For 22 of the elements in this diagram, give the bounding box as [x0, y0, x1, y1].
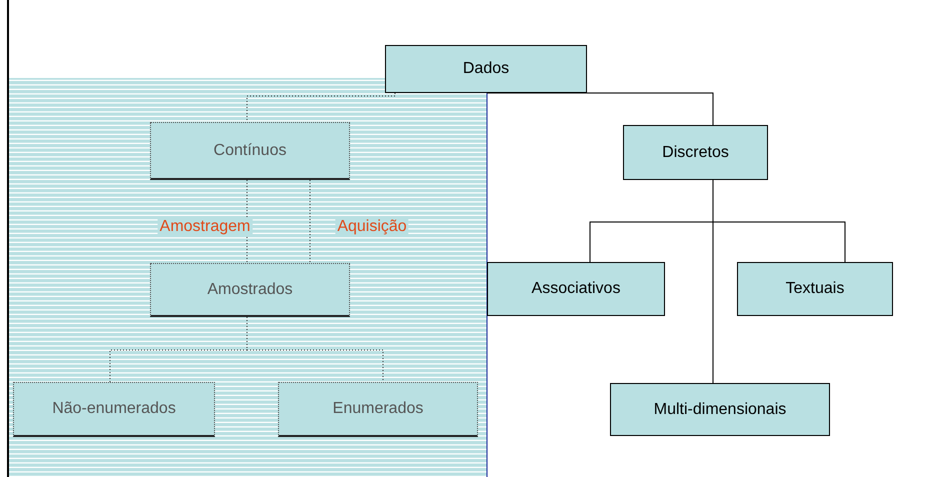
node-label: Textuais: [786, 280, 844, 298]
category-box: [610, 383, 830, 436]
category-box: [150, 122, 350, 180]
category-box: [623, 125, 768, 180]
category-box: [385, 45, 587, 93]
category-box: [487, 262, 665, 316]
category-box: [150, 263, 350, 317]
node-label: Enumerados: [332, 400, 424, 418]
node-label: Não-enumerados: [52, 400, 176, 418]
edge-label: Amostragem: [158, 218, 252, 236]
node-label: Discretos: [662, 144, 729, 162]
node-label: Amostrados: [207, 280, 293, 298]
category-box: [13, 382, 215, 437]
node-label: Associativos: [532, 280, 620, 298]
connector-line: [712, 180, 714, 384]
node-label: Contínuos: [214, 142, 286, 160]
node-label: Multi-dimensionais: [654, 400, 786, 418]
category-box: [737, 262, 893, 316]
connector-line: [246, 92, 396, 122]
category-box: [278, 382, 478, 437]
edge-label: Aquisição: [335, 218, 409, 236]
node-label: Dados: [462, 60, 510, 78]
